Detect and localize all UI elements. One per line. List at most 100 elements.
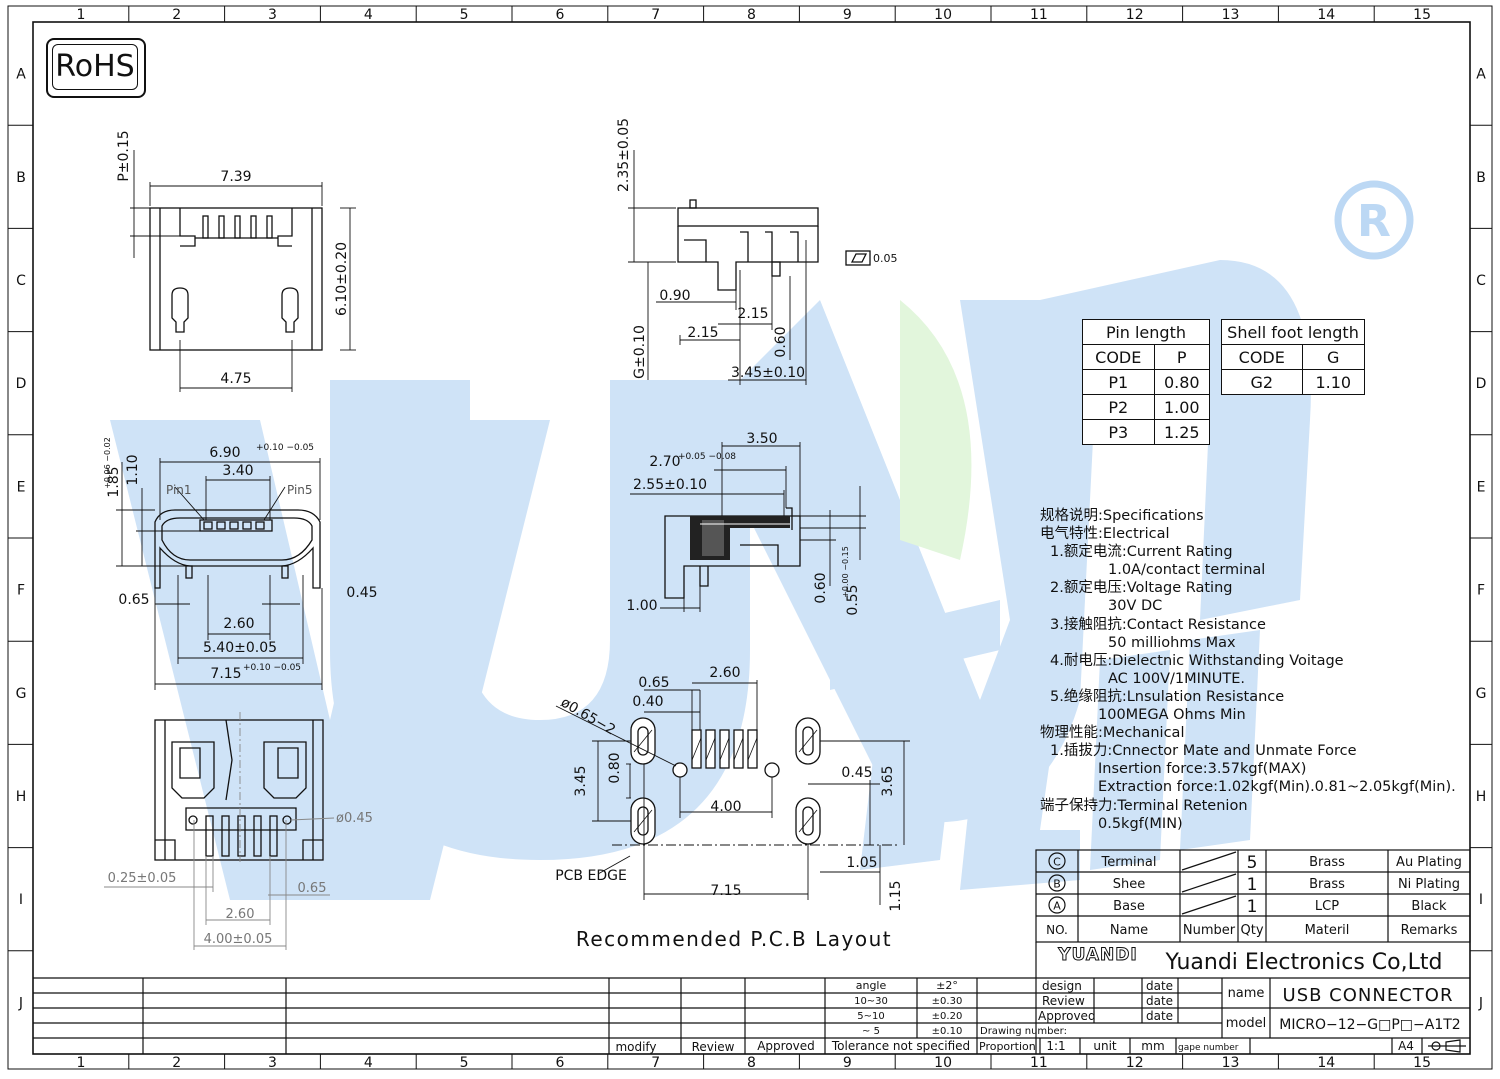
tolerance-cell: ±0.30: [932, 996, 963, 1007]
bom-name: Terminal: [1101, 855, 1157, 870]
grid-label: 12: [1126, 1055, 1144, 1071]
tb-date-3: date: [1146, 1009, 1173, 1023]
company-logo: YUANDI: [1057, 945, 1137, 965]
tb-tolerance: Tolerance not specified: [831, 1039, 970, 1053]
grid-label: H: [16, 789, 27, 805]
dim-front-w: 6.90: [209, 445, 240, 461]
dim-pcb-715: 7.15: [710, 883, 741, 899]
bom-head-name: Name: [1110, 923, 1148, 938]
tolerance-cell: ±0.10: [932, 1026, 963, 1037]
side-view: [677, 199, 871, 291]
pin-table-cell: P3: [1082, 419, 1155, 445]
section-dims: [630, 442, 866, 612]
grid-label: 5: [460, 7, 469, 23]
dim-pcb-080: 0.80: [607, 752, 623, 783]
spec-line: 1.插拔力:Cnnector Mate and Unmate Force: [1050, 743, 1357, 760]
pin5-label: Pin5: [287, 483, 313, 497]
bom-remarks: Au Plating: [1396, 855, 1462, 870]
dim-side-060: 0.60: [773, 326, 789, 357]
bom-number: 5: [1247, 853, 1258, 873]
tb-angle: angle: [856, 979, 887, 992]
dim-side-g: G±0.10: [632, 325, 648, 379]
bom-table: [1035, 849, 1471, 943]
dim-front-045: 0.45: [346, 585, 377, 601]
tb-proportion: Proportion: [979, 1040, 1036, 1053]
tolerance-cell: 10~30: [854, 996, 888, 1007]
grid-label: 9: [843, 7, 852, 23]
grid-label: B: [1476, 170, 1486, 186]
grid-label: 10: [934, 1055, 952, 1071]
spec-line: 1.额定电流:Current Rating: [1050, 544, 1233, 561]
grid-label: 15: [1413, 1055, 1431, 1071]
dim-top-p: P±0.15: [116, 130, 132, 181]
spec-line: 5.绝缘阻抗:Lnsulation Resistance: [1050, 688, 1285, 705]
dim-sec-350: 3.50: [746, 431, 777, 447]
dim-sec-270: 2.70: [649, 454, 680, 470]
grid-label: A: [1476, 67, 1486, 83]
dim-bot-025: 0.25±0.05: [108, 871, 177, 886]
dim-front-065: 0.65: [118, 592, 149, 608]
tb-name-value: USB CONNECTOR: [1283, 985, 1454, 1006]
tb-model-label: model: [1226, 1016, 1266, 1031]
rohs-mark: RoHS: [46, 38, 146, 98]
tb-approved2: Approved: [757, 1039, 815, 1053]
grid-label: D: [1476, 376, 1487, 392]
grid-label: E: [1477, 479, 1486, 495]
dim-top-bottom: 4.75: [220, 371, 251, 387]
grid-label: C: [16, 273, 26, 289]
tb-unit: unit: [1093, 1039, 1117, 1053]
dim-pcb-040: 0.40: [632, 694, 663, 710]
grid-label: 7: [651, 1055, 660, 1071]
dim-sec-060: 0.60: [813, 572, 829, 603]
grid-label: J: [18, 995, 23, 1011]
bom-head-number: Number: [1183, 923, 1236, 938]
grid-label: 11: [1030, 1055, 1048, 1071]
title-block: [33, 942, 1470, 1054]
pin-table-title: Pin length: [1082, 319, 1210, 345]
grid-label: F: [17, 583, 25, 599]
section-hatch: [690, 516, 790, 560]
spec-line: AC 100V/1MINUTE.: [1108, 670, 1245, 687]
spec-line: 端子保持力:Terminal Retenion: [1040, 797, 1248, 814]
tb-review: Review: [1042, 994, 1085, 1008]
tolerance-cell: ~ 5: [862, 1026, 880, 1037]
dim-front-715: 7.15: [210, 666, 241, 682]
bottom-view: [154, 719, 324, 861]
grid-label: 15: [1413, 7, 1431, 23]
bottom-view-dims: [104, 712, 335, 950]
pcb-layout-title: Recommended P.C.B Layout: [576, 927, 892, 951]
grid-label: 14: [1317, 7, 1335, 23]
grid-label: E: [17, 479, 26, 495]
dim-sec-055: 0.55: [845, 584, 861, 615]
tb-date-2: date: [1146, 994, 1173, 1008]
tb-date-1: date: [1146, 979, 1173, 993]
spec-line: 2.额定电压:Voltage Rating: [1050, 580, 1233, 597]
shell-table-head-g: G: [1301, 344, 1365, 370]
dim-pcb-065: 0.65: [638, 675, 669, 691]
dim-top-height: 6.10±0.20: [334, 242, 350, 316]
grid-label: 8: [747, 7, 756, 23]
dim-pcb-260: 2.60: [709, 665, 740, 681]
tolerance-rows: 10~30±0.305~10±0.20~ 5±0.10: [854, 996, 962, 1037]
tb-design: design: [1042, 979, 1082, 993]
bom-name: Base: [1113, 899, 1145, 914]
bom-no: B: [1053, 878, 1061, 891]
pin-table-head-code: CODE: [1082, 344, 1155, 370]
dim-side-345: 3.45±0.10: [731, 365, 805, 381]
grid-label: D: [16, 376, 27, 392]
dim-side-flat: 0.05: [873, 252, 898, 265]
shell-table-title: Shell foot length: [1221, 319, 1365, 345]
tb-drawing-number: Drawing number:: [980, 1026, 1067, 1037]
dim-bot-260: 2.60: [226, 907, 255, 922]
grid-label: 2: [172, 7, 181, 23]
grid-label: 13: [1222, 1055, 1240, 1071]
dim-pcb-365: 3.65: [880, 765, 896, 796]
bom-number: 1: [1247, 875, 1258, 895]
grid-ticks: [8, 6, 1492, 1069]
grid-label: 1: [76, 1055, 85, 1071]
grid-label: 3: [268, 1055, 277, 1071]
spec-line: 4.耐电压:Dielectnic Withstanding Voitage: [1050, 652, 1344, 669]
